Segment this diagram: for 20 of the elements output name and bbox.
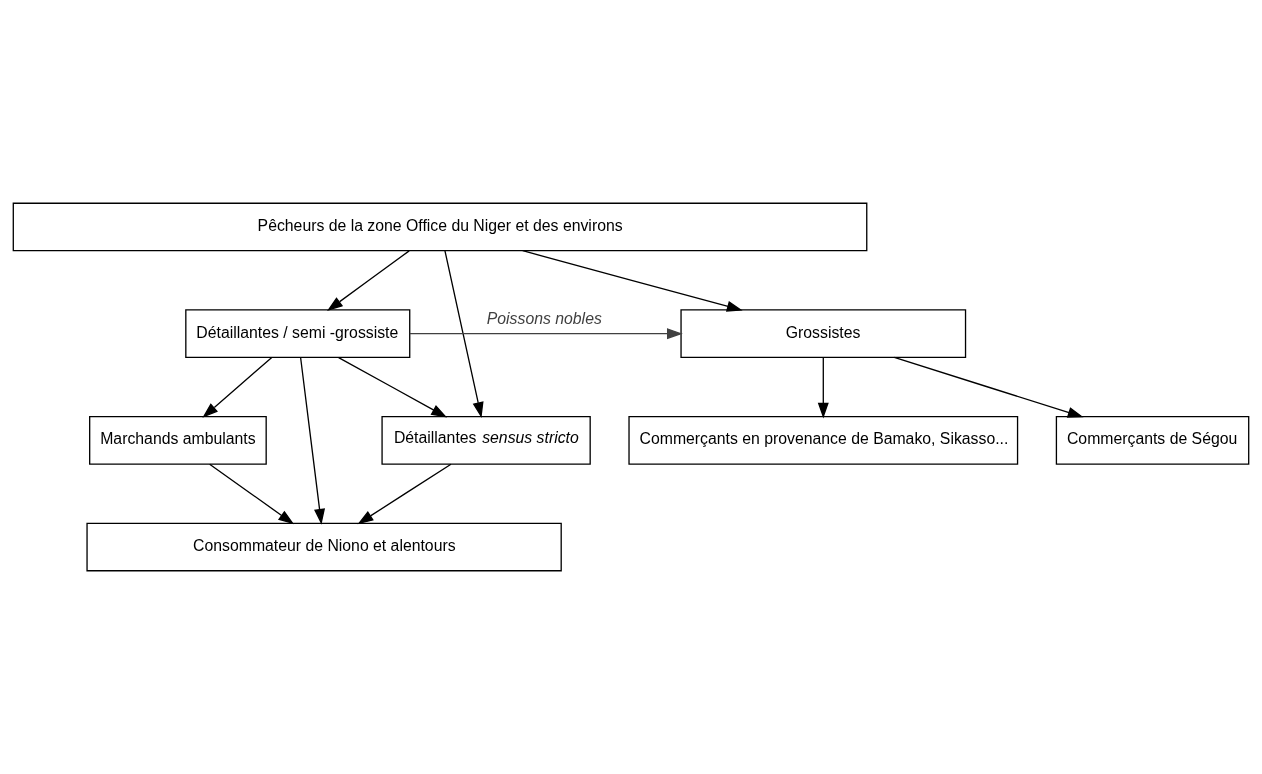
- node-box: Commerçants de Ségou: [1055, 415, 1250, 465]
- arrow: [522, 250, 743, 312]
- node-box: Commerçants en provenance de Bamako, Sikasso...: [628, 415, 1019, 465]
- arrow: [299, 356, 326, 525]
- node-box: Détaillantes sensus stricto: [381, 415, 591, 465]
- arrow: [202, 356, 273, 418]
- node-box: Détaillantes / semi -grossiste: [185, 309, 411, 359]
- node-box: Marchands ambulants: [89, 415, 267, 465]
- arrow: [357, 463, 452, 525]
- arrow: [893, 356, 1084, 418]
- node-box: Consommateur de Niono et alentours: [86, 522, 562, 572]
- arrow: [326, 250, 410, 311]
- arrow: [209, 463, 295, 525]
- node-box: Grossistes: [680, 309, 967, 359]
- node-box: Pêcheurs de la zone Office du Niger et des environs: [12, 202, 868, 252]
- arrow: [817, 356, 829, 419]
- arrow: [444, 250, 484, 418]
- arrow: [338, 356, 448, 418]
- edge-label: Poissons nobles: [486, 309, 602, 327]
- arrow: [409, 328, 683, 340]
